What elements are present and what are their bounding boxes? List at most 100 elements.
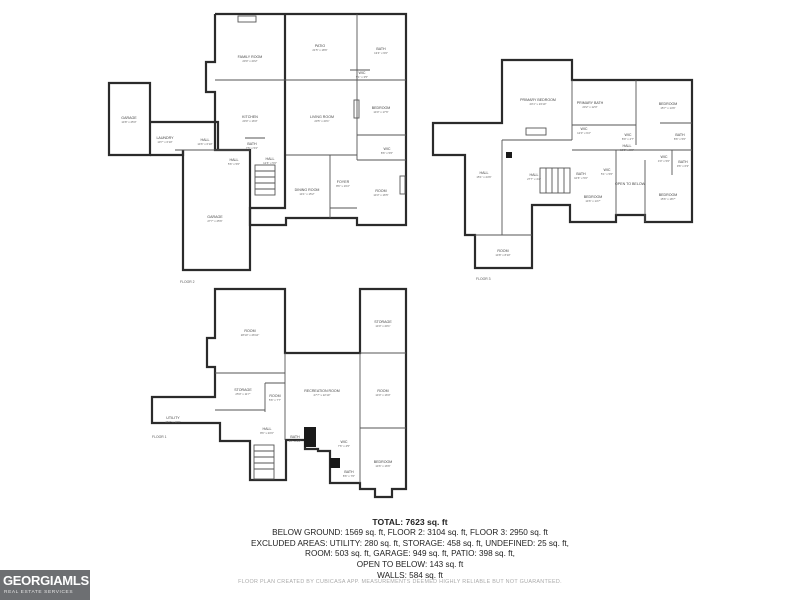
summary-line: WALLS: 584 sq. ft (377, 570, 443, 580)
room-size: 7'6" x 4'5" (338, 444, 350, 448)
room-size: 15'7" x 14'6" (660, 106, 675, 110)
room-size: 9'6" x 6'3" (677, 164, 689, 168)
lower-floor-plan: ROOM 28'10" x 26'10" STORAGE 14'0" x 20'… (150, 287, 408, 499)
room-size: 20'5" x 20'1" (314, 119, 329, 123)
room-label: BATH (675, 133, 685, 137)
room-label: ROOM (375, 189, 386, 193)
room-label: BATH (376, 47, 386, 51)
room-size: 14'6" x 6'10" (197, 142, 212, 146)
room-label: HALL (201, 138, 210, 142)
room-label: PRIMARY BEDROOM (520, 98, 556, 102)
room-label: STORAGE (374, 320, 392, 324)
room-label: FOYER (337, 180, 350, 184)
room-size: 14'3" x 16'5" (373, 193, 388, 197)
room-label: BATH (678, 160, 688, 164)
room-label: BATH (344, 470, 354, 474)
summary-line: OPEN TO BELOW: 143 sq. ft (356, 560, 464, 570)
logo-brand: GEORGIAMLS (3, 573, 89, 588)
room-label: BATH (247, 142, 257, 146)
disclaimer: FLOOR PLAN CREATED BY CUBICASA APP. MEAS… (238, 579, 562, 585)
room-label: DINING ROOM (295, 188, 320, 192)
room-label: BATH (290, 435, 300, 439)
room-size: 14'8" x 25'0" (121, 120, 136, 124)
room-size: 8'6" x 5'6" (381, 151, 393, 155)
room-size: 8'6" x 20'0" (260, 431, 274, 435)
floor-label: FLOOR 1 (152, 435, 167, 439)
room-size: 15'6" x 18'7" (660, 197, 675, 201)
room-size: 28'10" x 26'10" (241, 333, 259, 337)
upper-floor-plan: PRIMARY BEDROOM 20'1" x 23'10" PRIMARY B… (431, 58, 694, 281)
room-size: 14'0" x 16'0" (375, 393, 390, 397)
room-size: 4'0" x 5'0" (658, 159, 670, 163)
room-size: 20'0" x 16'0" (242, 119, 257, 123)
room-size: 15'1" x 24'6" (476, 175, 491, 179)
room-label: HALL (230, 158, 239, 162)
room-label: ROOM (497, 249, 508, 253)
room-size: 14'0" x 20'1" (375, 324, 390, 328)
room-size: 12'0" x 6'2" (577, 131, 591, 135)
room-size: 8'6" x 16'2" (336, 184, 350, 188)
room-label: KITCHEN (242, 115, 258, 119)
summary-line: BELOW GROUND: 1569 sq. ft, FLOOR 2: 3104… (272, 527, 548, 537)
room-label: BEDROOM (659, 102, 678, 106)
room-size: 14'0" x 17'6" (373, 110, 388, 114)
room-size: 21'5" x 18'6" (312, 48, 327, 52)
room-size: 27'7" x 4'2" (527, 177, 541, 181)
room-label: GARAGE (121, 116, 137, 120)
room-label: BEDROOM (584, 195, 603, 199)
room-size: 14'8" x 8'10" (495, 253, 510, 257)
room-label: HALL (480, 171, 489, 175)
room-label: RECREATION ROOM (304, 389, 339, 393)
room-size: 10'7" x 6'10" (157, 140, 172, 144)
room-label: FAMILY ROOM (238, 55, 263, 59)
room-label: UTILITY (166, 416, 180, 420)
floor-label: FLOOR 2 (180, 280, 195, 284)
room-label: ROOM (244, 329, 255, 333)
room-size: 27'7" x 25'6" (207, 219, 222, 223)
room-label: WIC (604, 168, 611, 172)
room-label: WIC (625, 133, 632, 137)
room-size: 14'6" x 16'6" (375, 464, 390, 468)
summary-line: EXCLUDED AREAS: UTILITY: 280 sq. ft, STO… (251, 538, 569, 548)
room-label: GARAGE (207, 215, 223, 219)
area-summary: TOTAL: 7623 sq. ft BELOW GROUND: 1569 sq… (230, 517, 590, 582)
room-size: 8'6" x 7'6" (343, 474, 355, 478)
room-size: 19'9" x 5'8" (620, 148, 634, 152)
room-size: 20'2" x 12'0" (582, 105, 597, 109)
room-label: WIC (359, 71, 366, 75)
room-label: LIVING ROOM (310, 115, 334, 119)
room-size: 10'6" x 5'0" (574, 176, 588, 180)
room-size: 7'5" x 5'2" (246, 146, 258, 150)
room-size: 5'6" x 7'7" (269, 398, 281, 402)
room-size: 8'7" x 5'0" (289, 439, 301, 443)
room-size: 20'0" x 20'2" (242, 59, 257, 63)
room-label: STORAGE (234, 388, 252, 392)
room-size: 5'1" x 5'6" (601, 172, 613, 176)
room-size: 12'6" x 5'6" (263, 161, 277, 165)
room-label: ROOM (377, 389, 388, 393)
room-size: 8'6" x 5'0" (674, 137, 686, 141)
main-floor-plan: FAMILY ROOM 20'0" x 20'2" PATIO 21'5" x … (107, 12, 408, 284)
floor-label: FLOOR 3 (476, 277, 491, 281)
room-label: LAUNDRY (156, 136, 174, 140)
room-label: ROOM (269, 394, 280, 398)
room-size: 5'1" x 3'5" (356, 75, 368, 79)
room-size: 14'1" x 15'2" (299, 192, 314, 196)
room-label: BEDROOM (372, 106, 391, 110)
room-label: WIC (661, 155, 668, 159)
room-size: 27'7" x 22'10" (314, 393, 331, 397)
room-label: PATIO (315, 44, 325, 48)
room-label: BEDROOM (374, 460, 393, 464)
georgia-mls-logo: GEORGIAMLS REAL ESTATE SERVICES (0, 570, 90, 600)
summary-total: TOTAL: 7623 sq. ft (372, 517, 448, 527)
room-size: 20'1" x 23'10" (530, 102, 547, 106)
room-label: BATH (576, 172, 586, 176)
room-size: 8'9" x 4'7" (622, 137, 634, 141)
room-size: 5'6" x 5'0" (228, 162, 240, 166)
room-size: 26'7" x 10'6" (165, 420, 180, 424)
room-label: WIC (341, 440, 348, 444)
room-size: 14'6" x 14'7" (585, 199, 600, 203)
room-label: HALL (530, 173, 539, 177)
room-label: HALL (266, 157, 275, 161)
